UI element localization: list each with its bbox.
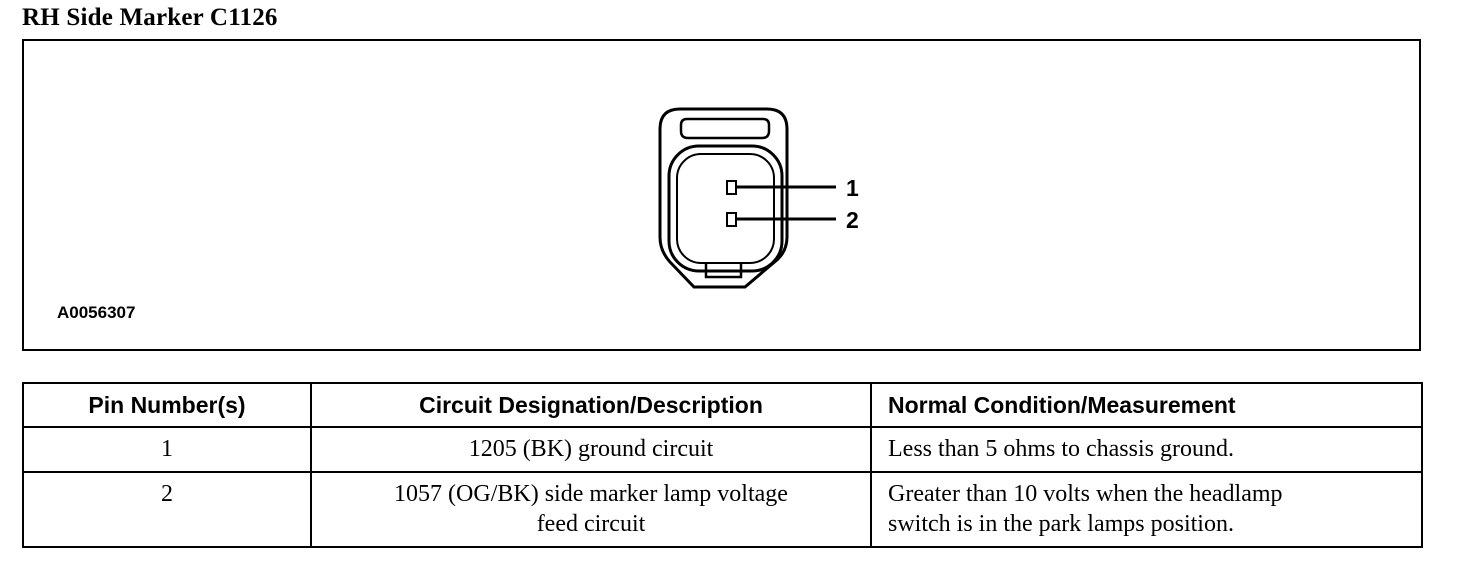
pin-1-terminal: [726, 180, 737, 195]
header-circuit-description: Circuit Designation/Description: [310, 382, 872, 428]
cell-condition: Greater than 10 volts when the headlamp …: [870, 471, 1423, 548]
pin-1-label: 1: [846, 175, 859, 201]
connector-figure: 1 2 A0056307: [22, 39, 1421, 351]
circuit-line: 1205 (BK) ground circuit: [468, 436, 714, 462]
connector-housing-outline: [658, 107, 789, 289]
pin-2-terminal: [726, 212, 737, 227]
table-row: 1 1205 (BK) ground circuit Less than 5 o…: [22, 426, 1423, 473]
connector-cavity-inner: [676, 153, 775, 264]
cell-pin: 2: [22, 471, 312, 548]
table-header-row: Pin Number(s) Circuit Designation/Descri…: [22, 382, 1423, 428]
pin-value: 1: [161, 436, 173, 462]
condition-line: Less than 5 ohms to chassis ground.: [888, 436, 1234, 462]
pin-value: 2: [161, 481, 173, 507]
connector-keyway: [704, 263, 743, 279]
header-normal-condition: Normal Condition/Measurement: [870, 382, 1423, 428]
cell-circuit: 1205 (BK) ground circuit: [310, 426, 872, 473]
cell-pin: 1: [22, 426, 312, 473]
pin-2-label: 2: [846, 207, 859, 233]
connector-diagram: 1 2: [658, 107, 859, 289]
condition-line: Greater than 10 volts when the headlamp: [888, 481, 1283, 507]
table-row: 2 1057 (OG/BK) side marker lamp voltage …: [22, 471, 1423, 548]
header-pin-number: Pin Number(s): [22, 382, 312, 428]
pin-table: Pin Number(s) Circuit Designation/Descri…: [22, 382, 1423, 548]
figure-reference-id: A0056307: [57, 303, 136, 322]
document-title: RH Side Marker C1126: [22, 4, 278, 31]
condition-line: switch is in the park lamps position.: [888, 511, 1234, 537]
cell-condition: Less than 5 ohms to chassis ground.: [870, 426, 1423, 473]
cell-circuit: 1057 (OG/BK) side marker lamp voltage fe…: [310, 471, 872, 548]
connector-latch-tab: [679, 117, 771, 140]
connector-cavity-outer: [667, 144, 784, 273]
circuit-line: 1057 (OG/BK) side marker lamp voltage: [394, 481, 788, 507]
circuit-line: feed circuit: [536, 511, 646, 537]
